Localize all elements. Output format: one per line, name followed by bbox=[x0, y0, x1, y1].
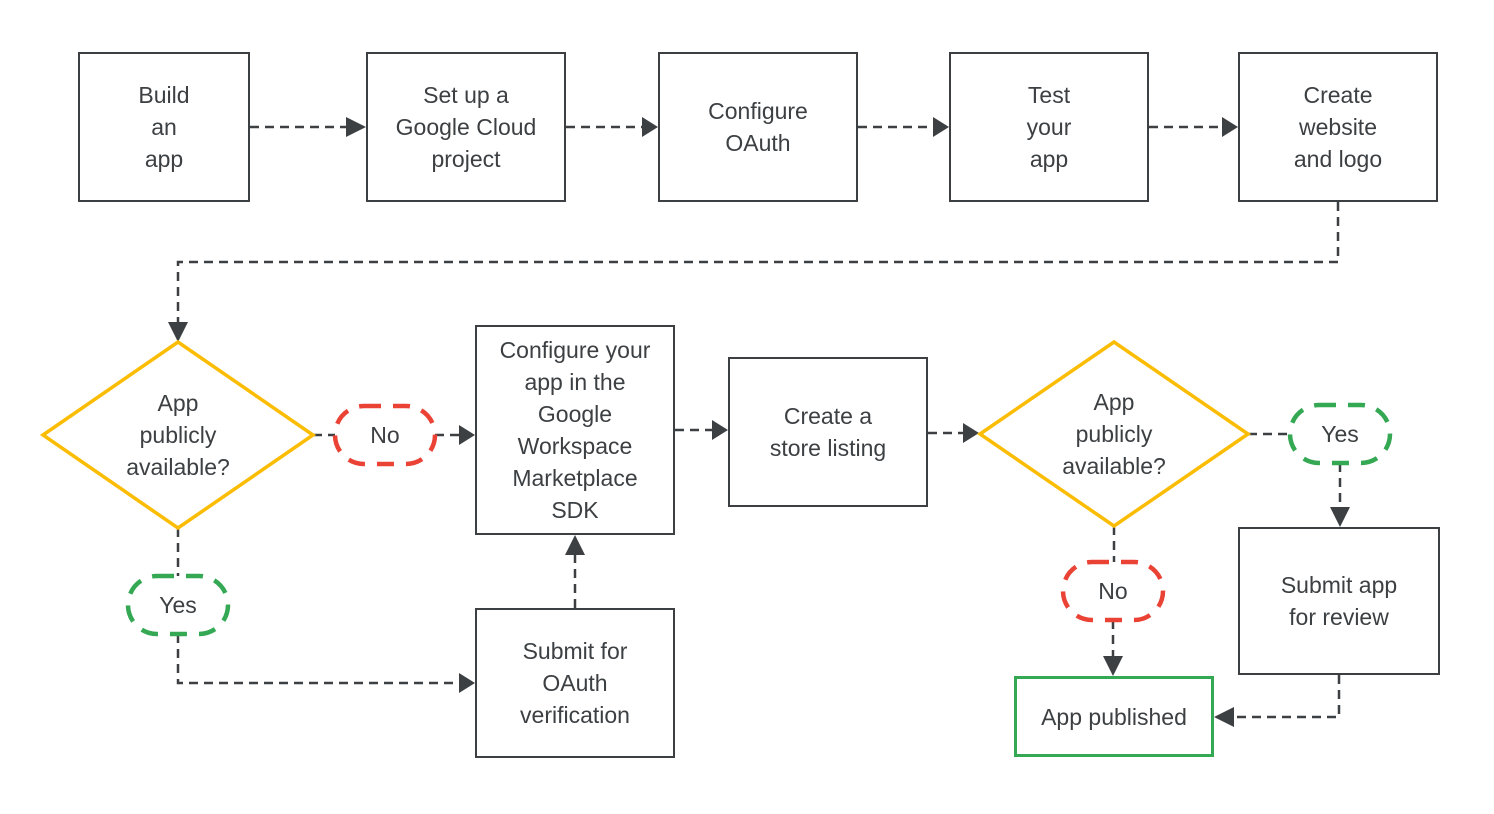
decision1-label: App publicly available? bbox=[126, 390, 230, 480]
step-store-listing: Create a store listing bbox=[728, 357, 928, 507]
step-setup-gcp: Set up a Google Cloud project bbox=[366, 52, 566, 202]
arrowhead-icon bbox=[1222, 117, 1238, 137]
edge-website-to-decision1 bbox=[176, 202, 1340, 322]
step-configure-marketplace: Configure your app in the Google Workspa… bbox=[475, 325, 675, 535]
step-submit-review: Submit app for review bbox=[1238, 527, 1440, 675]
step-app-published-label: App published bbox=[1041, 703, 1187, 730]
no1-label: No bbox=[370, 422, 400, 448]
step-app-published: App published bbox=[1014, 676, 1214, 757]
arrowhead-icon bbox=[565, 535, 585, 555]
arrowhead-icon bbox=[642, 117, 658, 137]
no2-label: No bbox=[1098, 578, 1128, 604]
step-build-app: Build an app bbox=[78, 52, 250, 202]
yes2-oval bbox=[1287, 402, 1393, 466]
edge-yes-to-submit-oauth bbox=[176, 634, 459, 685]
arrowhead-icon bbox=[459, 673, 475, 693]
arrowhead-icon bbox=[1330, 507, 1350, 527]
arrowhead-icon bbox=[168, 322, 188, 342]
step-submit-oauth-label: Submit for OAuth verification bbox=[520, 638, 630, 728]
no1-oval bbox=[332, 403, 438, 467]
edge-review-to-published bbox=[1234, 675, 1341, 719]
step-build-app-label: Build an app bbox=[138, 82, 190, 172]
step-configure-oauth-label: Configure OAuth bbox=[708, 98, 808, 156]
step-store-listing-label: Create a store listing bbox=[769, 403, 887, 461]
step-configure-marketplace-label: Configure your app in the Google Workspa… bbox=[499, 337, 651, 523]
step-configure-oauth: Configure OAuth bbox=[658, 52, 858, 202]
step-create-website: Create website and logo bbox=[1238, 52, 1438, 202]
step-submit-oauth: Submit for OAuth verification bbox=[475, 608, 675, 758]
arrowhead-icon bbox=[459, 425, 475, 445]
step-submit-review-label: Submit app for review bbox=[1280, 572, 1398, 630]
decision2-label: App publicly available? bbox=[1062, 389, 1166, 479]
yes1-label: Yes bbox=[159, 592, 197, 618]
arrowhead-icon bbox=[933, 117, 949, 137]
no2-oval bbox=[1060, 559, 1166, 623]
step-setup-gcp-label: Set up a Google Cloud project bbox=[395, 82, 537, 172]
step-test-app-label: Test your app bbox=[1026, 82, 1072, 172]
step-test-app: Test your app bbox=[949, 52, 1149, 202]
decision2-diamond bbox=[976, 339, 1252, 529]
arrowhead-icon bbox=[963, 423, 979, 443]
arrowhead-icon bbox=[1214, 707, 1234, 727]
arrowhead-icon bbox=[712, 420, 728, 440]
step-create-website-label: Create website and logo bbox=[1293, 82, 1383, 172]
arrowhead-icon bbox=[1103, 656, 1123, 676]
yes2-label: Yes bbox=[1321, 421, 1359, 447]
decision1-diamond bbox=[39, 339, 317, 531]
yes1-oval bbox=[125, 573, 231, 637]
arrowhead-icon bbox=[346, 117, 366, 137]
